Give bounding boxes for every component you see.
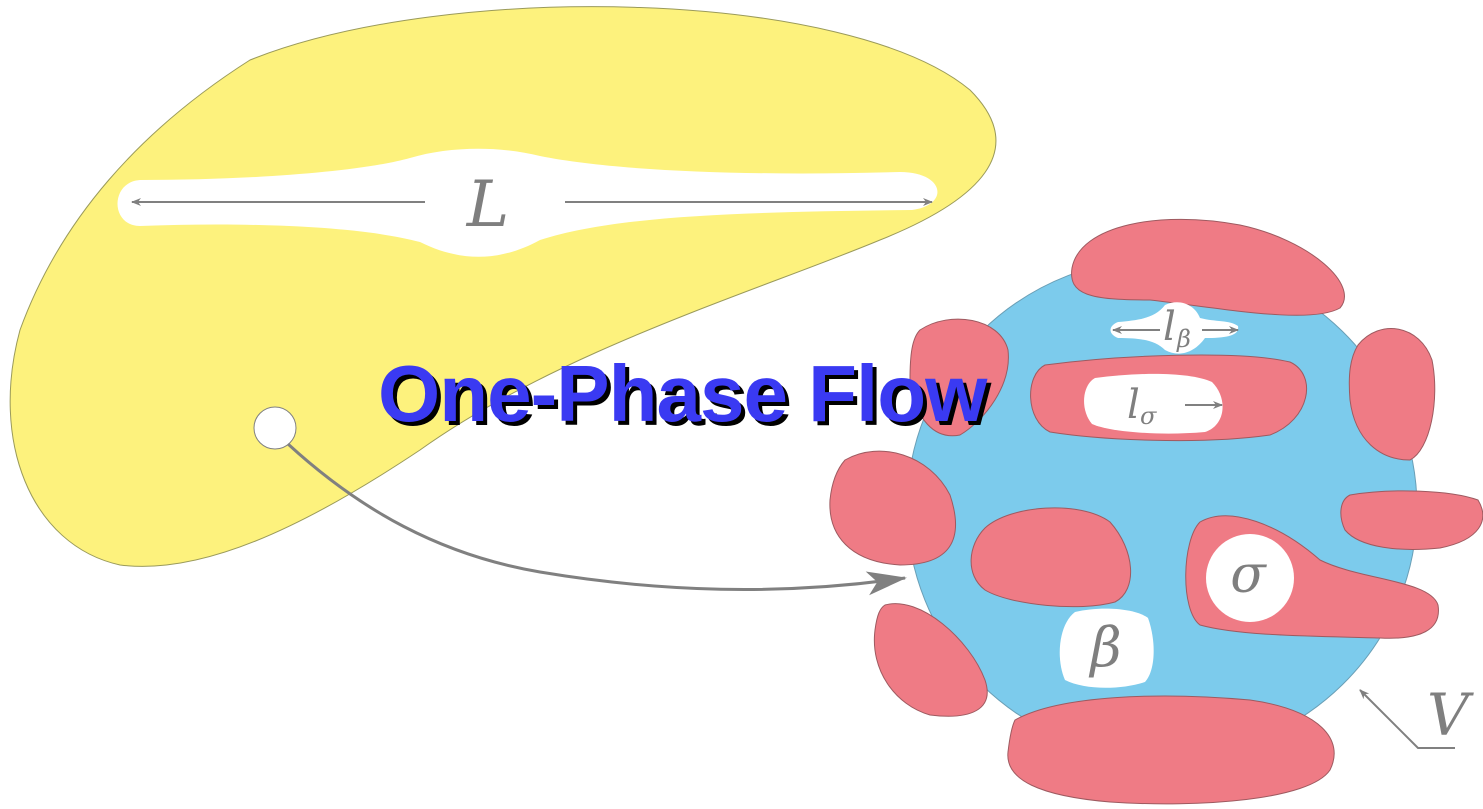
- sigma-particle-lower-left: [873, 603, 988, 717]
- length-scale-band: [117, 148, 938, 257]
- beta-label: β: [1088, 616, 1121, 679]
- l-beta-label: l: [1163, 304, 1176, 350]
- sigma-particle-right-upper: [1348, 328, 1436, 461]
- sigma-particle-top: [1071, 218, 1345, 316]
- sample-point: [253, 406, 297, 450]
- sigma-particle-left: [829, 450, 957, 566]
- L-label: L: [466, 168, 510, 242]
- sigma-particle-center: [970, 507, 1132, 608]
- V-leader-line: [1359, 689, 1455, 749]
- sigma-label: σ: [1230, 545, 1267, 605]
- V-label: V: [1427, 681, 1474, 749]
- l-sigma-subscript: σ: [1140, 402, 1157, 430]
- l-sigma-label: l: [1127, 382, 1140, 428]
- l-beta-band: [1110, 302, 1239, 354]
- sigma-particle-right-edge: [1340, 490, 1483, 550]
- sigma-particle-bottom: [1007, 695, 1335, 805]
- l-sigma-band: [1084, 373, 1223, 434]
- sigma-particle-upper-left: [909, 318, 1009, 437]
- l-beta-subscript: β: [1176, 325, 1191, 353]
- sigma-marker: [1206, 534, 1294, 622]
- beta-marker: [1059, 608, 1154, 688]
- zoom-arrow: [286, 442, 907, 596]
